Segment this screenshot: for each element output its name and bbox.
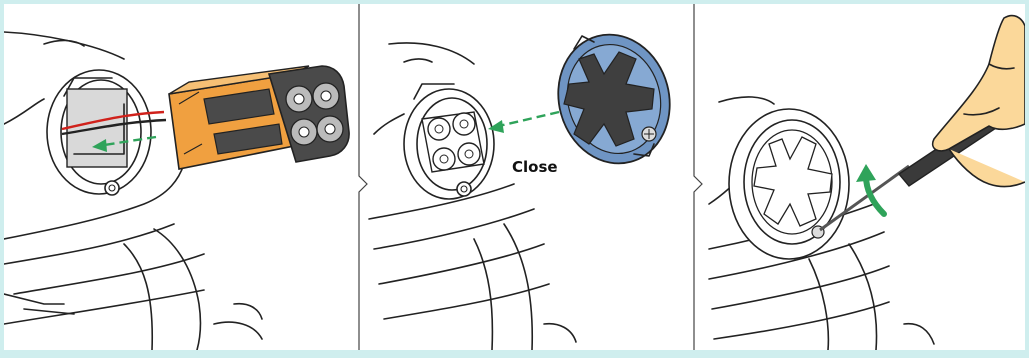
close-callout: Close [512,158,558,176]
panel-step-3 [709,16,1025,350]
instruction-illustration: Close [4,4,1025,350]
step-divider [359,4,367,350]
step-divider [694,4,702,350]
panel-step-1 [4,32,349,350]
battery-cover-icon [544,22,684,176]
panel-step-2: Close [369,22,684,350]
robot-body-2 [369,43,576,350]
robot-body-3 [709,97,934,350]
instruction-frame: Close [4,4,1025,350]
battery-terminals [422,112,484,172]
rotate-arrow-icon [856,164,884,214]
insert-arrow-icon [488,112,559,133]
battery-pack-icon [169,66,349,169]
